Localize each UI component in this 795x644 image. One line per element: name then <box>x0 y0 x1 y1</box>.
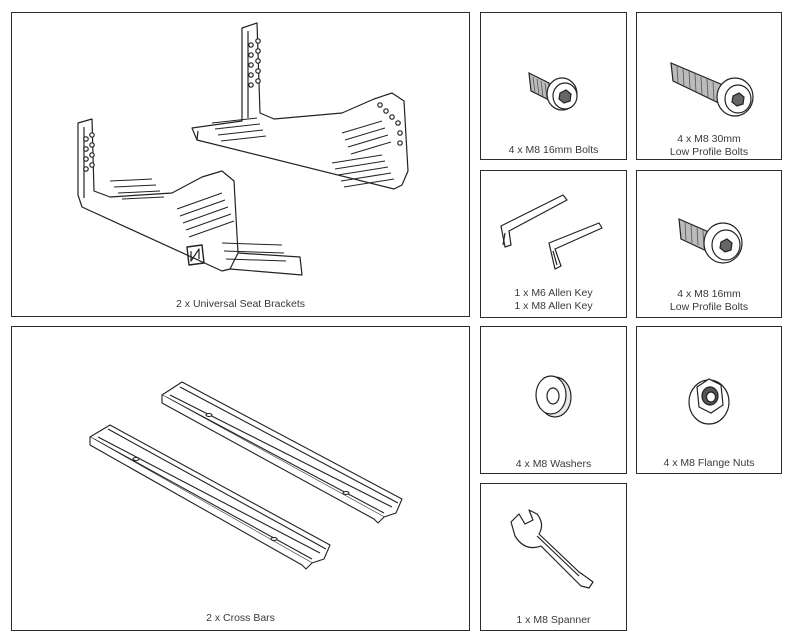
panel-cross-bars: 2 x Cross Bars <box>11 326 470 631</box>
panel-m8-16mm-low-profile-bolts: 4 x M8 16mm Low Profile Bolts <box>636 170 782 318</box>
allen-keys-label: 1 x M6 Allen Key 1 x M8 Allen Key <box>481 287 626 313</box>
caption-line-1: 4 x M8 30mm <box>677 133 741 145</box>
allen-key-icon <box>500 194 603 270</box>
spanner-label: 1 x M8 Spanner <box>516 614 591 626</box>
caption-line-2: 1 x M8 Allen Key <box>514 300 593 312</box>
caption-line-2: Low Profile Bolts <box>669 146 749 158</box>
panel-washers: 4 x M8 Washers <box>480 326 627 474</box>
m8-16mm-bolts-label: 4 x M8 16mm Bolts <box>508 144 599 156</box>
bolt-icon <box>528 71 578 111</box>
washer-icon <box>535 375 572 418</box>
flange-nuts-label: 4 x M8 Flange Nuts <box>663 457 755 469</box>
panel-seat-brackets: 2 x Universal Seat Brackets <box>11 12 470 317</box>
long-bolt-icon <box>670 62 754 117</box>
seat-bracket-icon <box>77 22 409 276</box>
panel-spanner: 1 x M8 Spanner <box>480 483 627 631</box>
panel-flange-nuts: 4 x M8 Flange Nuts <box>636 326 782 474</box>
cross-bar-icon <box>89 381 403 570</box>
caption-line-1: 4 x M8 16mm <box>677 288 741 300</box>
panel-m8-16mm-bolts: 4 x M8 16mm Bolts <box>480 12 627 160</box>
caption-line-2: Low Profile Bolts <box>669 301 749 313</box>
panel-m8-30mm-low-profile-bolts: 4 x M8 30mm Low Profile Bolts <box>636 12 782 160</box>
cross-bars-label: 2 x Cross Bars <box>206 612 275 624</box>
washers-label: 4 x M8 Washers <box>515 458 592 470</box>
spanner-icon <box>510 509 594 589</box>
seat-brackets-label: 2 x Universal Seat Brackets <box>176 298 305 310</box>
m8-30mm-low-profile-bolts-label: 4 x M8 30mm Low Profile Bolts <box>637 133 781 159</box>
low-profile-bolt-icon <box>678 218 743 264</box>
panel-allen-keys: 1 x M6 Allen Key 1 x M8 Allen Key <box>480 170 627 318</box>
flange-nut-icon <box>688 378 730 425</box>
caption-line-1: 1 x M6 Allen Key <box>514 287 593 299</box>
m8-16mm-low-profile-bolts-label: 4 x M8 16mm Low Profile Bolts <box>637 288 781 314</box>
